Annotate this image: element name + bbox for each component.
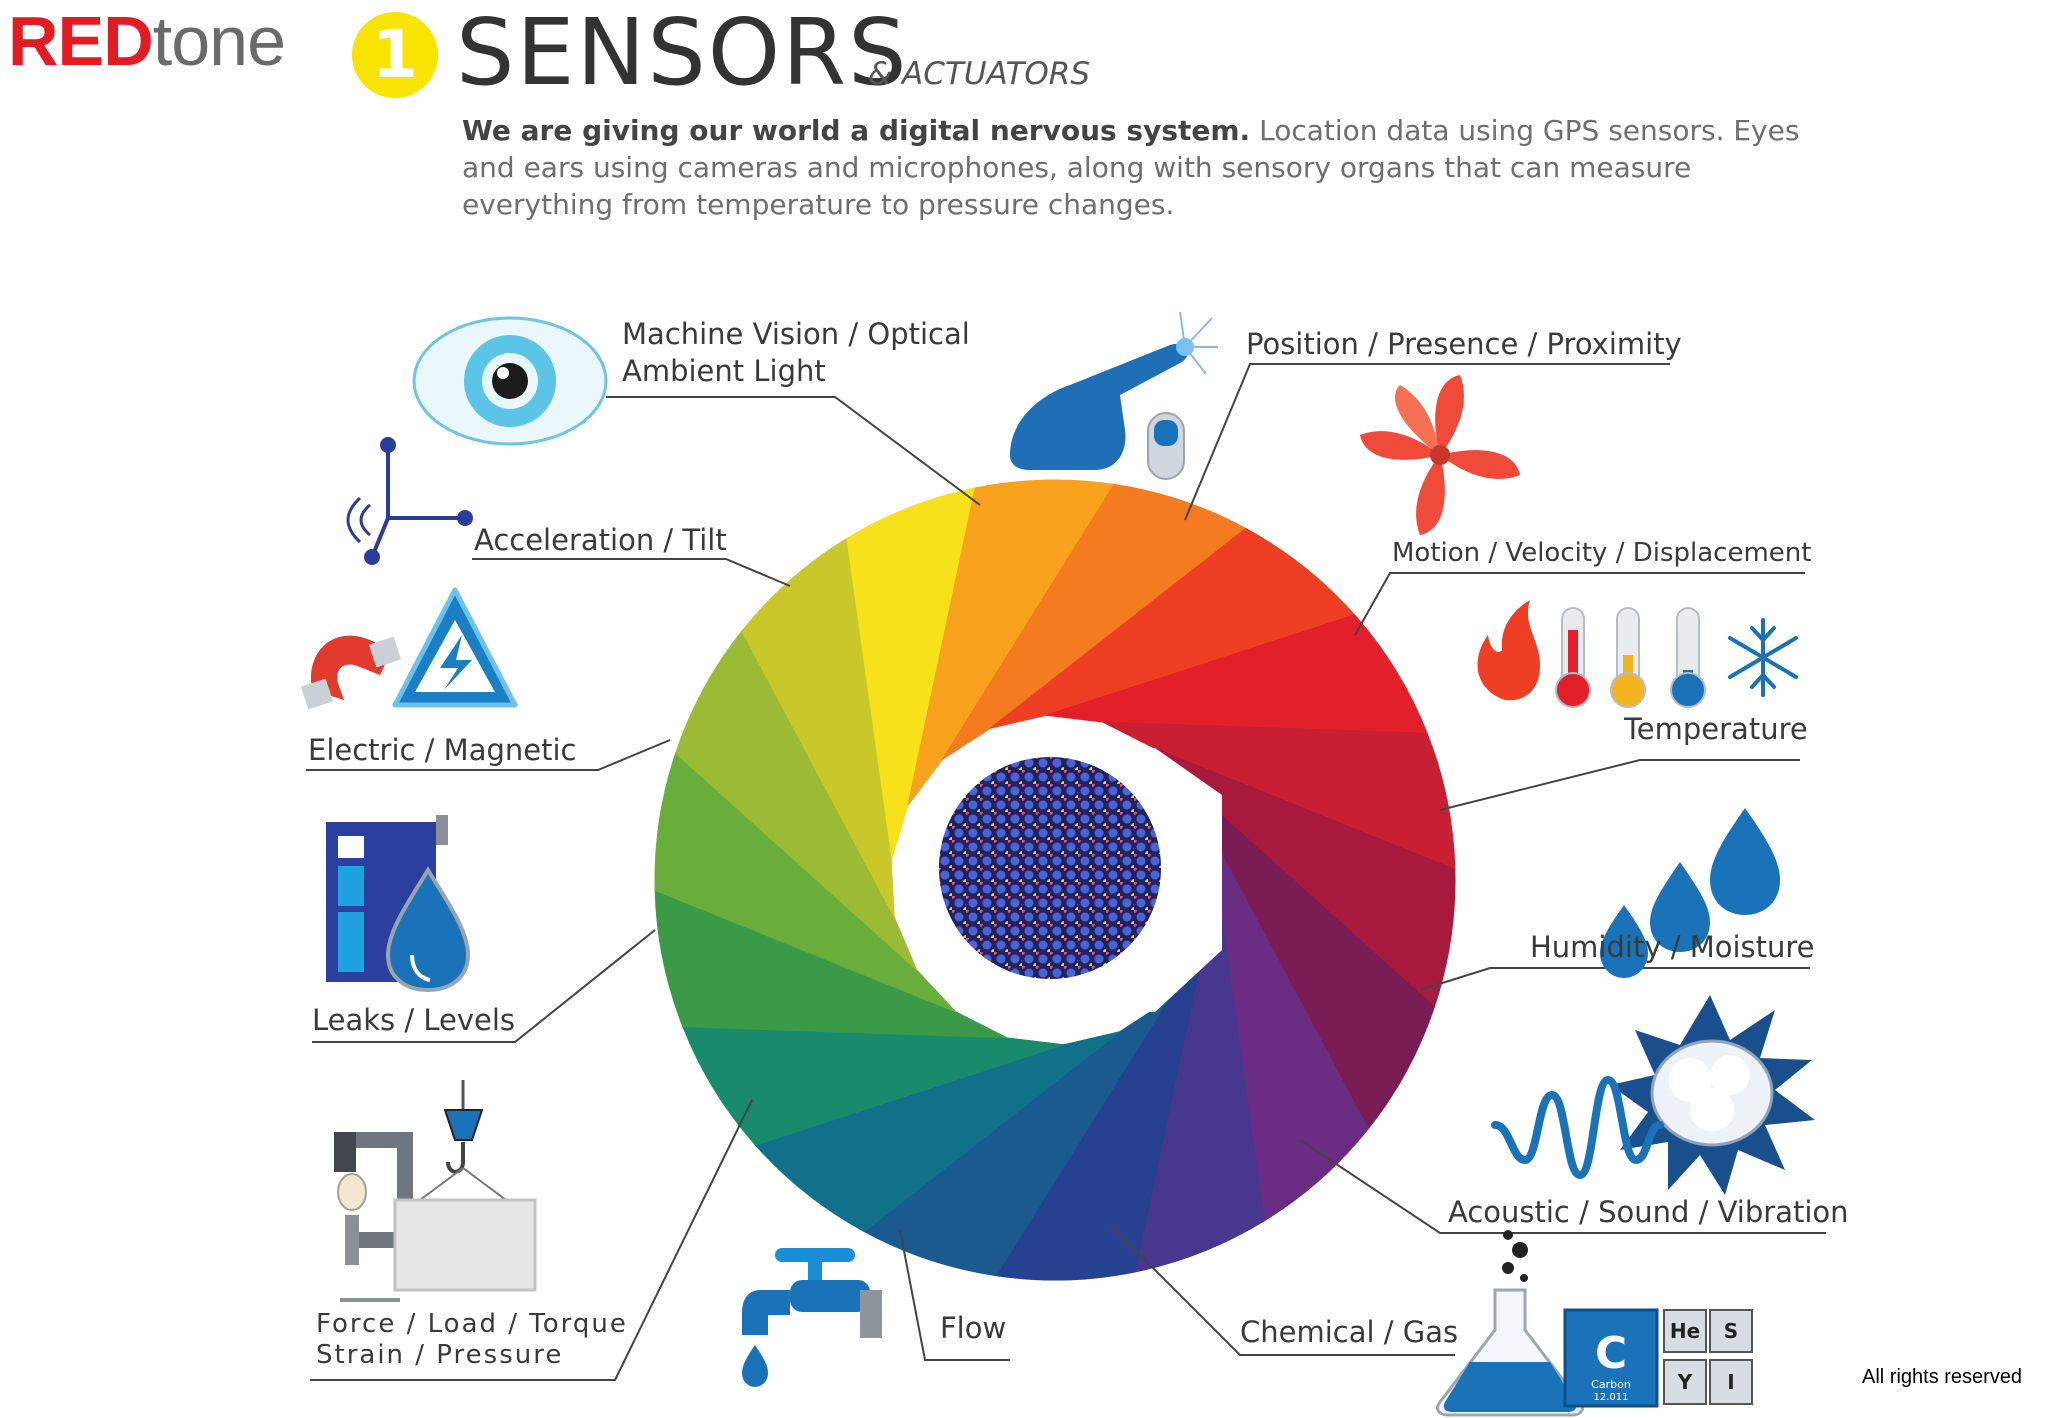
wheel-segment — [741, 538, 895, 918]
redtone-logo: REDtone — [8, 2, 286, 80]
label-temperature: Temperature — [1624, 712, 1808, 746]
label-chemical: Chemical / Gas — [1240, 1315, 1459, 1349]
section-number-badge: 1 — [352, 12, 438, 98]
fan-icon — [1360, 375, 1520, 535]
thermometer-yellow-icon — [1610, 607, 1646, 708]
warning-triangle-icon — [392, 587, 518, 708]
flask-icon — [1436, 1230, 1584, 1417]
axes-icon — [346, 437, 473, 565]
periodic-tile-he: He — [1663, 1309, 1707, 1353]
intro-bold: We are giving our world a digital nervou… — [462, 114, 1251, 147]
leader-motion — [1354, 572, 1805, 636]
leader-humidity — [1419, 967, 1810, 991]
label-ambient-light: Ambient Light — [622, 354, 826, 388]
page-subtitle: & ACTUATORS — [868, 56, 1091, 92]
intro-paragraph: We are giving our world a digital nervou… — [462, 112, 1802, 223]
leader-force — [310, 1099, 753, 1381]
water-drop-icon — [385, 866, 471, 993]
label-force: Force / Load / Torque — [316, 1309, 628, 1339]
color-wheel — [654, 479, 1456, 1281]
load-box-icon — [393, 1198, 537, 1292]
magnet-icon — [300, 635, 402, 710]
label-acceleration: Acceleration / Tilt — [474, 523, 727, 557]
label-humidity: Humidity / Moisture — [1530, 930, 1815, 964]
pointing-hand-icon — [1010, 311, 1218, 480]
leader-position — [1184, 363, 1670, 521]
leader-flow — [899, 1229, 1010, 1361]
snowflake-icon — [1728, 618, 1798, 697]
periodic-tile-y: Y — [1663, 1359, 1707, 1405]
carbon-symbol: C — [1595, 1328, 1627, 1379]
humidity-drops-icon — [1600, 808, 1780, 978]
thermometer-blue-icon — [1670, 607, 1706, 708]
svg-text:He: He — [1670, 1319, 1700, 1343]
label-strain: Strain / Pressure — [316, 1340, 564, 1370]
page-title: SENSORS — [456, 0, 909, 106]
intro-text: Location data using GPS sensors. Eyes an… — [462, 114, 1800, 221]
thermometer-red-icon — [1555, 607, 1591, 708]
leader-lines — [306, 363, 1826, 1381]
label-motion: Motion / Velocity / Displacement — [1392, 538, 1812, 568]
label-position: Position / Presence / Proximity — [1246, 327, 1682, 361]
leader-vision — [606, 396, 981, 506]
crane-hook-icon — [416, 1080, 510, 1201]
label-electric: Electric / Magnetic — [308, 733, 577, 767]
svg-text:I: I — [1727, 1370, 1734, 1394]
flame-icon — [1477, 600, 1540, 701]
section-number: 1 — [372, 16, 418, 93]
center-sphere — [937, 755, 1163, 981]
periodic-tile-s: S — [1709, 1309, 1753, 1353]
label-acoustic: Acoustic / Sound / Vibration — [1448, 1195, 1849, 1229]
carbon-name: Carbon — [1591, 1378, 1631, 1391]
carbon-mass: 12.011 — [1594, 1392, 1629, 1403]
footer-rights: All rights reserved — [1862, 1366, 2023, 1388]
svg-text:S: S — [1724, 1319, 1738, 1343]
leader-acceleration — [472, 558, 791, 587]
label-machine-vision: Machine Vision / Optical — [622, 317, 970, 351]
leader-leaks — [312, 929, 656, 1043]
label-flow: Flow — [940, 1311, 1007, 1345]
burst-icon — [1610, 995, 1815, 1195]
svg-text:Y: Y — [1677, 1370, 1693, 1394]
periodic-tile-carbon: C Carbon 12.011 — [1563, 1308, 1659, 1408]
leader-acoustic — [1299, 1139, 1826, 1234]
c-clamp-icon — [334, 1132, 413, 1302]
label-leaks: Leaks / Levels — [312, 1003, 516, 1037]
periodic-tile-i: I — [1709, 1359, 1753, 1405]
sound-wave-icon — [1491, 1075, 1664, 1180]
leader-temperature — [1439, 759, 1800, 811]
faucet-icon — [742, 1248, 882, 1387]
eye-icon — [412, 316, 608, 446]
leader-electric — [306, 739, 671, 771]
leader-chemical — [1109, 1224, 1455, 1356]
